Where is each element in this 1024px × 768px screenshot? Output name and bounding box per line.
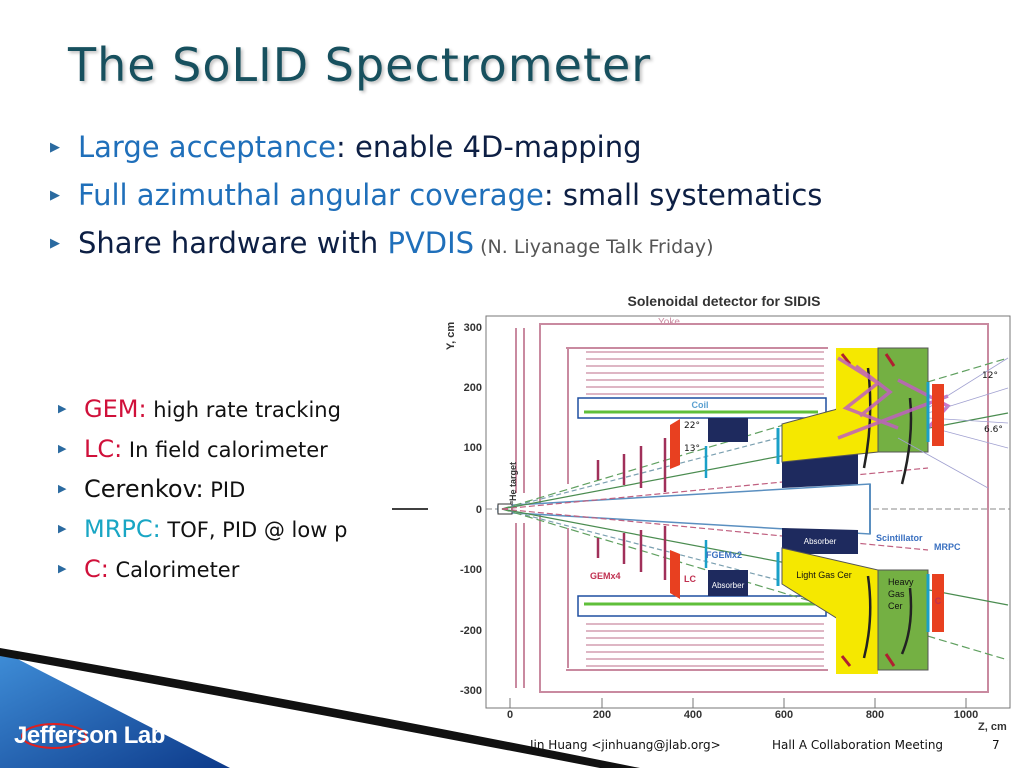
footer-swoosh bbox=[0, 648, 640, 768]
y-tick: -300 bbox=[460, 685, 482, 697]
absorber-top bbox=[782, 454, 858, 488]
lc-top bbox=[670, 419, 680, 469]
x-tick-labels: 0 200 400 600 800 1000 bbox=[507, 709, 978, 721]
heavy-gas-cerenkov-top bbox=[877, 347, 929, 453]
y-tick: -100 bbox=[460, 564, 482, 576]
y-axis-label: Y, cm bbox=[445, 322, 457, 350]
y-tick: 200 bbox=[464, 382, 482, 394]
angle-labels: 12° 6.6° 22° 13° bbox=[684, 371, 1003, 454]
bullet-arrow-icon: ▶ bbox=[58, 562, 67, 575]
gem-planes-bottom bbox=[596, 526, 667, 580]
heavy-gas-cer-label-1: Heavy bbox=[888, 577, 914, 587]
target-label: ³He target bbox=[508, 462, 518, 504]
swoosh-blue bbox=[0, 650, 230, 768]
y-tick: 100 bbox=[464, 442, 482, 454]
angle-13-label: 13° bbox=[684, 444, 700, 454]
x-tick: 200 bbox=[593, 709, 611, 721]
light-gas-cer-label: Light Gas Cer bbox=[796, 570, 852, 580]
calorimeter-bottom bbox=[932, 574, 944, 632]
absorber-bottom bbox=[782, 528, 858, 554]
x-tick: 600 bbox=[775, 709, 793, 721]
absorber-small-top bbox=[708, 418, 748, 442]
calorimeter-label: C bbox=[935, 596, 942, 606]
coil-label: Coil bbox=[692, 400, 709, 410]
solid-detector-diagram: Solenoidal detector for SIDIS Y, cm Z, c… bbox=[428, 288, 1016, 736]
coil-stack-bottom bbox=[586, 623, 824, 667]
y-tick-labels: 300 200 100 0 -100 -200 -300 bbox=[460, 322, 482, 697]
scintillator-label: Scintillator bbox=[876, 533, 923, 543]
bullet-arrow-icon: ▶ bbox=[58, 482, 67, 495]
lc-label: LC bbox=[684, 574, 696, 584]
diagram-title: Solenoidal detector for SIDIS bbox=[628, 293, 821, 309]
bullet-arrow-icon: ▶ bbox=[50, 140, 60, 155]
yoke-label: Yoke bbox=[658, 317, 680, 328]
bullet-arrow-icon: ▶ bbox=[58, 442, 67, 455]
bullet-arrow-icon: ▶ bbox=[50, 188, 60, 203]
light-gas-cerenkov-bottom-lower bbox=[836, 578, 878, 674]
x-tick: 1000 bbox=[954, 709, 978, 721]
bullet-arrow-icon: ▶ bbox=[58, 402, 67, 415]
gem-label: GEMx4 bbox=[590, 571, 621, 581]
jefferson-lab-logo: Jefferson Lab bbox=[14, 722, 165, 749]
bullet-arrow-icon: ▶ bbox=[50, 236, 60, 251]
footer-meeting: Hall A Collaboration Meeting bbox=[772, 738, 944, 752]
y-tick: -200 bbox=[460, 625, 482, 637]
x-tick: 0 bbox=[507, 709, 513, 721]
heavy-gas-cer-label-3: Cer bbox=[888, 601, 903, 611]
lc-bottom bbox=[670, 550, 680, 599]
yoke-outline bbox=[515, 323, 989, 693]
angle-6-6-label: 6.6° bbox=[984, 425, 1003, 435]
absorber-label: Absorber bbox=[804, 537, 837, 546]
absorber-small-bottom bbox=[708, 570, 748, 596]
absorber-label-small: Absorber bbox=[712, 581, 745, 590]
footer-author: Jin Huang <jinhuang@jlab.org> bbox=[530, 738, 721, 752]
slide-title: The SoLID Spectrometer bbox=[68, 38, 652, 92]
x-axis-label: Z, cm bbox=[978, 721, 1007, 733]
pmt-marks bbox=[840, 353, 896, 667]
gem-planes-top bbox=[596, 438, 667, 492]
mrpc-label: MRPC bbox=[934, 542, 961, 552]
calorimeter-top bbox=[932, 384, 944, 446]
fgem-label: FGEMx2 bbox=[706, 550, 742, 560]
swoosh-black bbox=[0, 648, 640, 768]
logo-orbit-icon bbox=[21, 723, 87, 749]
y-tick: 300 bbox=[464, 322, 482, 334]
footer-page-number: 7 bbox=[992, 738, 1000, 752]
bullet-arrow-icon: ▶ bbox=[58, 522, 67, 535]
coil-stack-top bbox=[586, 351, 824, 395]
plot-frame bbox=[485, 315, 1011, 709]
angle-12-label: 12° bbox=[982, 371, 998, 381]
mrpc-planes bbox=[776, 382, 930, 632]
x-tick: 800 bbox=[866, 709, 884, 721]
heavy-gas-cer-label-2: Gas bbox=[888, 589, 905, 599]
angle-22-label: 22° bbox=[684, 421, 700, 431]
y-tick: 0 bbox=[476, 504, 482, 516]
x-tick-marks bbox=[509, 698, 967, 708]
x-tick: 400 bbox=[684, 709, 702, 721]
coil-bottom bbox=[577, 595, 827, 617]
